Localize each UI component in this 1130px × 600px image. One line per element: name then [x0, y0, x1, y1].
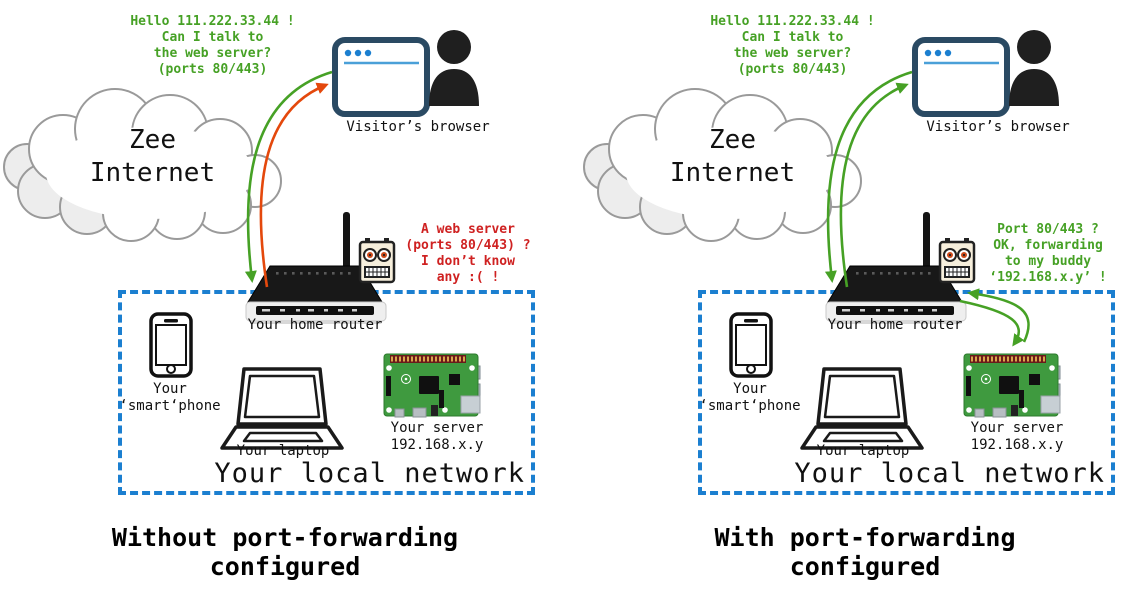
- visitor-person-icon: [1009, 30, 1059, 106]
- raspberry-pi-icon: [383, 353, 481, 418]
- panel-caption: Without port-forwarding configured: [111, 523, 459, 581]
- robot-icon: [938, 238, 976, 284]
- cloud-label: Zee Internet: [669, 125, 796, 188]
- browser-label: Visitor’s browser: [346, 119, 490, 135]
- browser-window-icon: [912, 37, 1010, 117]
- panel-without-port-forwarding: Zee Internet Hello 111.222.33.44 ! Can I…: [0, 0, 550, 600]
- server-label: Your server 192.168.x.y: [390, 420, 484, 453]
- laptop-icon: [800, 367, 924, 450]
- laptop-icon: [220, 367, 344, 450]
- phone-label: Your ‘smart‘phone: [119, 381, 221, 414]
- smartphone-icon: [149, 312, 193, 378]
- smartphone-icon: [729, 312, 773, 378]
- local-network-label: Your local network: [214, 458, 525, 489]
- phone-label: Your ‘smart‘phone: [699, 381, 801, 414]
- browser-label: Visitor’s browser: [926, 119, 1070, 135]
- laptop-label: Your laptop: [236, 443, 330, 459]
- server-label: Your server 192.168.x.y: [970, 420, 1064, 453]
- raspberry-pi-icon: [963, 353, 1061, 418]
- router-label: Your home router: [247, 317, 383, 333]
- router-label: Your home router: [827, 317, 963, 333]
- laptop-label: Your laptop: [816, 443, 910, 459]
- cloud-label: Zee Internet: [89, 125, 216, 188]
- panel-caption: With port-forwarding configured: [714, 523, 1016, 581]
- panel-with-port-forwarding: Zee Internet Hello 111.222.33.44 ! Can I…: [580, 0, 1130, 600]
- internet-cloud-icon: [3, 88, 282, 242]
- local-network-label: Your local network: [794, 458, 1105, 489]
- visitor-person-icon: [429, 30, 479, 106]
- router-reply-text: Port 80/443 ? OK, forwarding to my buddy…: [989, 222, 1107, 285]
- visitor-request-text: Hello 111.222.33.44 ! Can I talk to the …: [130, 14, 295, 77]
- browser-window-icon: [332, 37, 430, 117]
- router-reply-text: A web server (ports 80/443) ? I don’t kn…: [405, 222, 531, 285]
- robot-icon: [358, 238, 396, 284]
- visitor-request-text: Hello 111.222.33.44 ! Can I talk to the …: [710, 14, 875, 77]
